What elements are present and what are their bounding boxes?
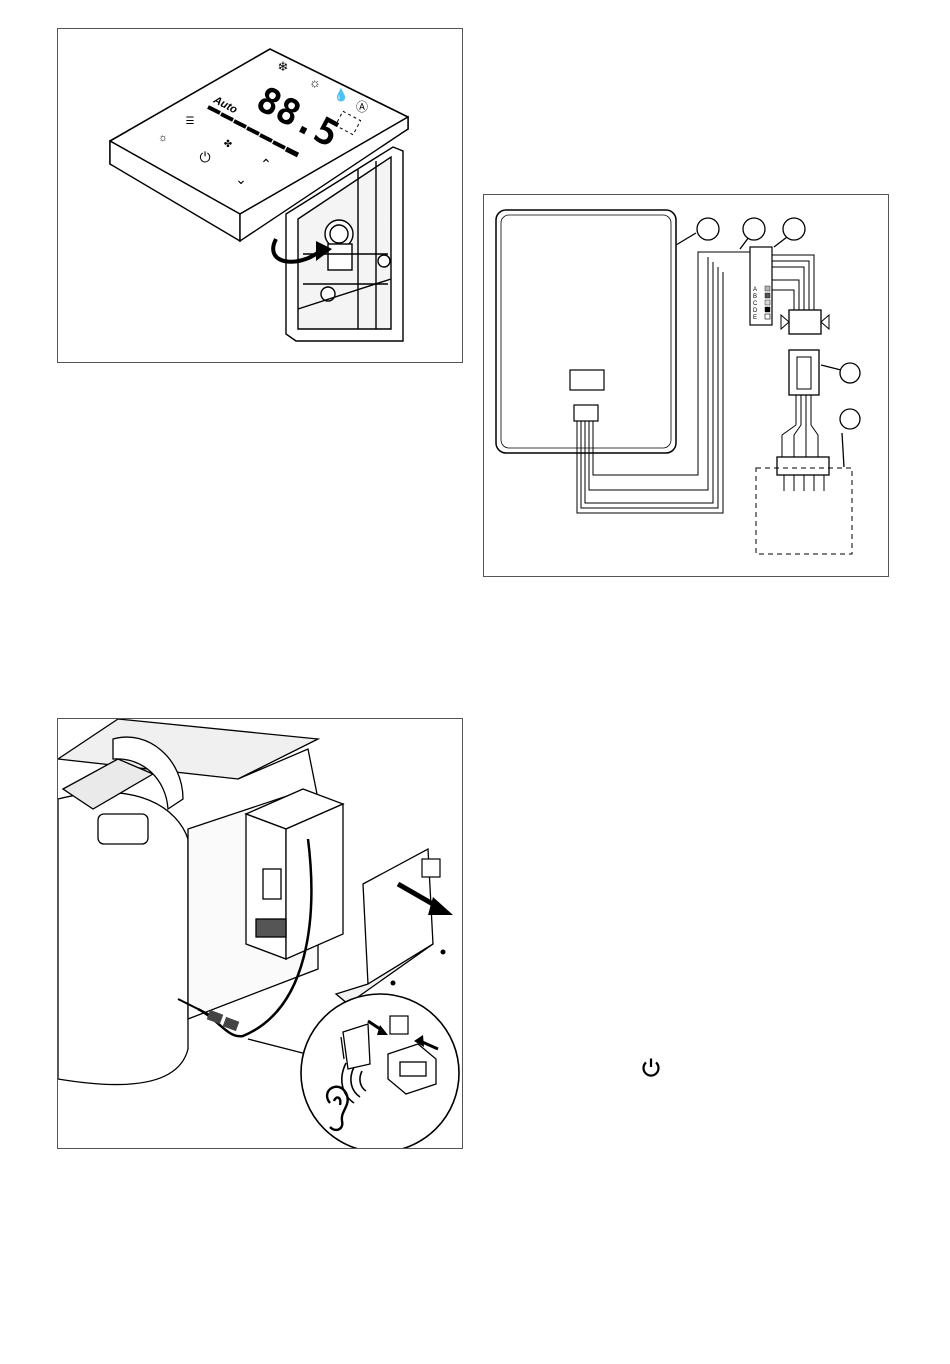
svg-text:D: D bbox=[753, 308, 758, 314]
board-label-box bbox=[570, 370, 604, 390]
drop-icon[interactable]: 💧 bbox=[334, 88, 349, 102]
side-cover bbox=[336, 849, 433, 1004]
figure-unit-connection bbox=[57, 718, 463, 1149]
svg-text:A: A bbox=[753, 287, 757, 293]
control-box bbox=[246, 789, 343, 959]
wiring-diagram: A B C D E bbox=[484, 195, 888, 576]
unit-terminal bbox=[777, 457, 829, 475]
plug bbox=[789, 310, 821, 334]
snowflake-icon[interactable]: ❄ bbox=[278, 59, 289, 74]
sun-icon[interactable]: ☼ bbox=[309, 75, 321, 90]
power-icon[interactable]: ⏻ bbox=[199, 149, 210, 165]
menu-icon[interactable]: ☰ bbox=[186, 116, 195, 127]
bulb-icon[interactable]: ☼ bbox=[158, 132, 168, 144]
svg-text:B: B bbox=[753, 294, 757, 300]
svg-text:E: E bbox=[753, 315, 757, 321]
figure-panel-mounting: ❄ ☼ 💧 Ⓐ 88.5 Auto ☰ ☼ ✤ ⏻ bbox=[57, 28, 463, 363]
board-connector bbox=[574, 405, 598, 421]
panel-mounting-illustration: ❄ ☼ 💧 Ⓐ 88.5 Auto ☰ ☼ ✤ ⏻ bbox=[58, 29, 462, 362]
chevron-down-icon[interactable]: ⌄ bbox=[235, 171, 247, 187]
fan-icon[interactable]: ✤ bbox=[224, 139, 232, 150]
step-label-box bbox=[422, 859, 440, 877]
unit-connection-illustration bbox=[58, 719, 462, 1148]
figure-wiring-diagram: A B C D E bbox=[483, 194, 889, 577]
step-label-box-2 bbox=[390, 1016, 408, 1034]
auto-fan-icon[interactable]: Ⓐ bbox=[356, 100, 368, 114]
power-icon bbox=[639, 1056, 663, 1080]
chevron-up-icon[interactable]: ⌃ bbox=[260, 156, 272, 172]
svg-text:C: C bbox=[753, 301, 758, 307]
